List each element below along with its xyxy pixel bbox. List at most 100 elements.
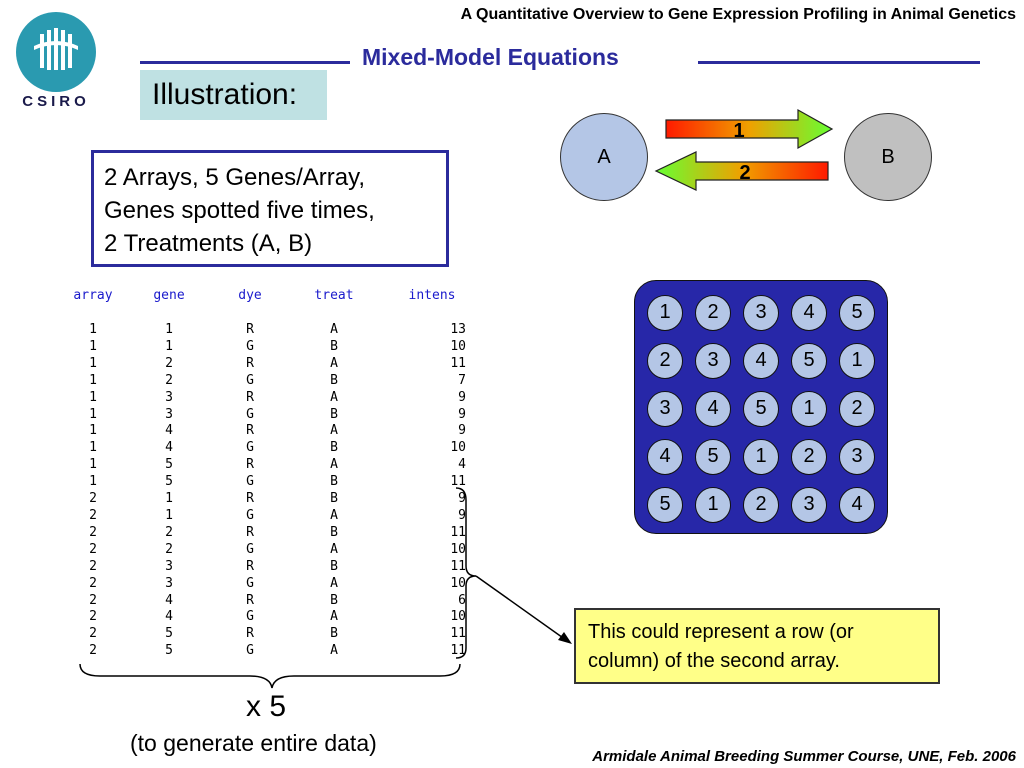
cell-dye: G <box>246 643 254 659</box>
cell-dye: G <box>246 575 254 591</box>
cell-array: 1 <box>89 389 97 405</box>
cell-dye: R <box>246 389 254 405</box>
node-b: B <box>844 113 932 201</box>
table-row: 1 2 G B 7 <box>58 373 486 390</box>
cell-gene: 2 <box>165 372 173 388</box>
node-a: A <box>560 113 648 201</box>
column-header-intens: intens <box>408 288 456 303</box>
cell-treat: B <box>330 440 338 456</box>
cell-dye: G <box>246 372 254 388</box>
cell-intens: 10 <box>450 541 466 557</box>
array-spot: 1 <box>743 439 779 475</box>
cell-intens: 10 <box>450 609 466 625</box>
cell-intens: 9 <box>458 491 466 507</box>
cell-treat: A <box>330 541 338 557</box>
section-title: Mixed-Model Equations <box>362 44 619 70</box>
cell-treat: B <box>330 558 338 574</box>
cell-gene: 5 <box>165 474 173 490</box>
array-spot: 5 <box>695 439 731 475</box>
cell-array: 1 <box>89 406 97 422</box>
cell-dye: G <box>246 507 254 523</box>
multiplier-note: (to generate entire data) <box>130 730 377 756</box>
cell-dye: G <box>246 440 254 456</box>
cell-dye: G <box>246 406 254 422</box>
cell-array: 2 <box>89 491 97 507</box>
cell-gene: 2 <box>165 524 173 540</box>
array-spot: 1 <box>839 343 875 379</box>
array-spot: 4 <box>695 391 731 427</box>
cell-intens: 11 <box>450 524 466 540</box>
arrow-1-right <box>665 108 834 150</box>
array-spot: 2 <box>695 295 731 331</box>
cell-array: 1 <box>89 440 97 456</box>
cell-intens: 9 <box>458 389 466 405</box>
cell-treat: B <box>330 524 338 540</box>
cell-intens: 11 <box>450 626 466 642</box>
description-box: 2 Arrays, 5 Genes/Array, Genes spotted f… <box>91 150 449 267</box>
description-line: Genes spotted five times, <box>104 197 375 224</box>
cell-treat: B <box>330 626 338 642</box>
cell-array: 2 <box>89 626 97 642</box>
cell-intens: 6 <box>458 592 466 608</box>
cell-gene: 2 <box>165 355 173 371</box>
logo-text: CSIRO <box>22 93 90 110</box>
column-header-dye: dye <box>238 288 262 303</box>
callout-pointer <box>475 575 567 641</box>
cell-gene: 3 <box>165 575 173 591</box>
cell-dye: R <box>246 626 254 642</box>
cell-gene: 1 <box>165 322 173 337</box>
array-spot: 1 <box>647 295 683 331</box>
cell-array: 2 <box>89 592 97 608</box>
description-line: 2 Treatments (A, B) <box>104 230 313 257</box>
cell-array: 1 <box>89 372 97 388</box>
cell-treat: A <box>330 507 338 523</box>
array-spot: 3 <box>695 343 731 379</box>
right-brace <box>455 487 477 659</box>
cell-gene: 5 <box>165 643 173 659</box>
cell-treat: B <box>330 491 338 507</box>
array-spot: 5 <box>839 295 875 331</box>
cell-dye: R <box>246 524 254 540</box>
cell-dye: G <box>246 609 254 625</box>
arrow-2-left <box>654 151 829 191</box>
cell-treat: A <box>330 389 338 405</box>
array-spot: 2 <box>647 343 683 379</box>
title-rule-left <box>140 61 350 64</box>
illustration-label: Illustration: <box>140 70 327 120</box>
cell-gene: 4 <box>165 609 173 625</box>
title-rule-right <box>698 61 980 64</box>
csiro-logo: CSIRO <box>12 10 112 110</box>
cell-treat: B <box>330 372 338 388</box>
cell-gene: 3 <box>165 558 173 574</box>
array-spot: 5 <box>743 391 779 427</box>
cell-intens: 7 <box>458 372 466 388</box>
cell-dye: R <box>246 592 254 608</box>
table-header-row: array gene dye treat intens <box>58 288 486 308</box>
cell-gene: 4 <box>165 440 173 456</box>
cell-intens: 10 <box>450 440 466 456</box>
cell-dye: R <box>246 355 254 371</box>
cell-gene: 3 <box>165 406 173 422</box>
array-spot: 4 <box>647 439 683 475</box>
cell-gene: 5 <box>165 457 173 473</box>
cell-array: 2 <box>89 541 97 557</box>
table-row: 1 4 G B 10 <box>58 440 486 457</box>
cell-treat: B <box>330 406 338 422</box>
cell-treat: B <box>330 592 338 608</box>
cell-array: 1 <box>89 355 97 371</box>
cell-array: 1 <box>89 457 97 473</box>
cell-treat: A <box>330 355 338 371</box>
